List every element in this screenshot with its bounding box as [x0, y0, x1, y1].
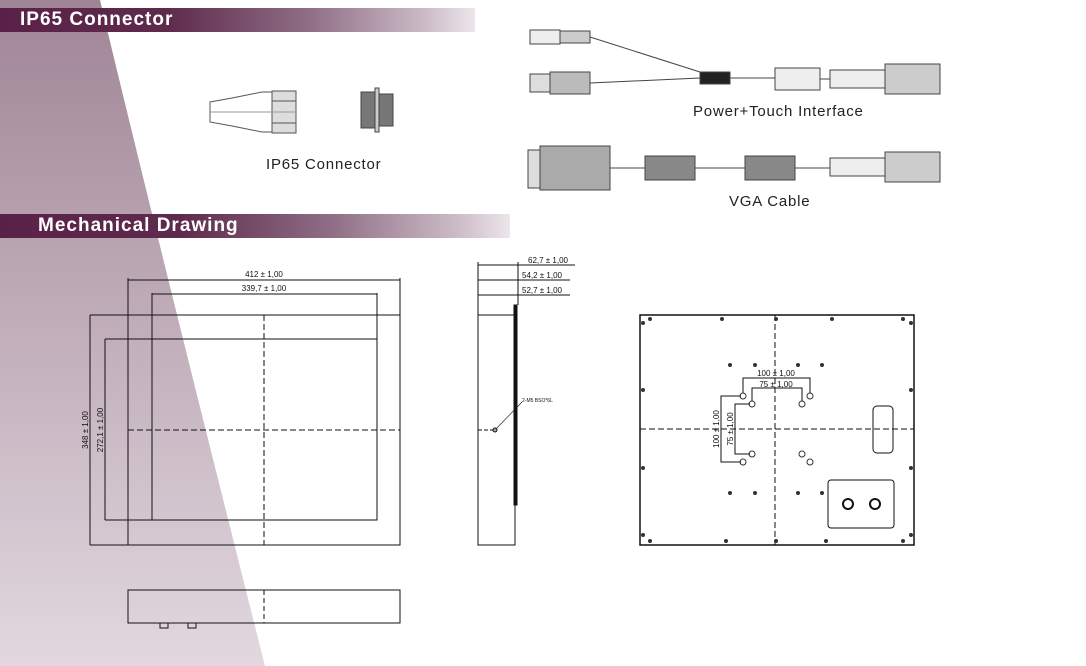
dim-depth-1: 62,7 ± 1,00 — [528, 256, 569, 265]
dim-depth-3: 52,7 ± 1,00 — [522, 286, 563, 295]
dim-height-inner: 272,1 ± 1,00 — [96, 407, 105, 452]
power-touch-cable-image — [529, 29, 941, 95]
section-header-mechanical: Mechanical Drawing — [0, 214, 510, 238]
dim-depth-2: 54,2 ± 1,00 — [522, 271, 563, 280]
vesa-75-horizontal: 75 ± 1,00 — [759, 380, 793, 389]
vesa-100-vertical: 100 ± 1,00 — [712, 410, 721, 448]
vesa-100-horizontal: 100 ± 1,00 — [757, 369, 795, 378]
caption-ip65: IP65 Connector — [266, 156, 382, 173]
ip65-plug-image — [209, 90, 297, 134]
caption-vga: VGA Cable — [729, 193, 811, 210]
section-header-ip65: IP65 Connector — [0, 8, 475, 32]
front-view-drawing — [89, 278, 401, 629]
screw-note: 2-M5 BSO*6L — [522, 398, 553, 404]
side-view-drawing — [477, 262, 575, 546]
dim-width-inner: 339,7 ± 1,00 — [242, 284, 287, 293]
dim-width-outer: 412 ± 1,00 — [245, 270, 283, 279]
vesa-75-vertical: 75 ± 1,00 — [726, 412, 735, 446]
rear-view-drawing — [639, 314, 915, 546]
ip65-socket-image — [360, 87, 394, 133]
caption-power-touch: Power+Touch Interface — [693, 103, 864, 120]
vga-cable-image — [527, 145, 941, 191]
dim-height-outer: 348 ± 1,00 — [81, 411, 90, 449]
